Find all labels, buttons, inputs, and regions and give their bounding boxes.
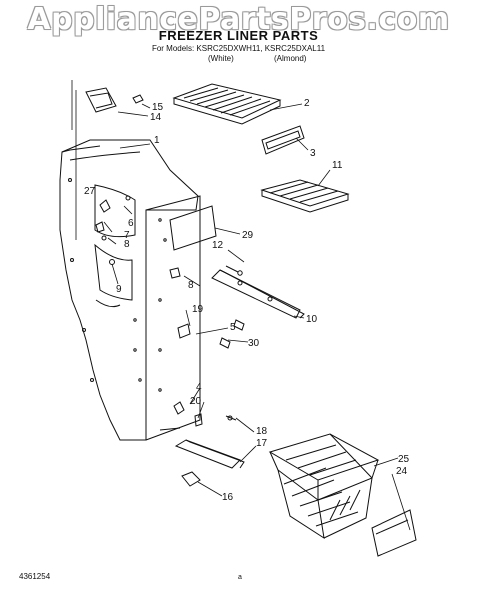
callout-7: 7: [124, 230, 130, 241]
freezer-liner-part: [59, 139, 201, 441]
foot-part: [181, 471, 201, 487]
bracket-part-8: [169, 267, 181, 279]
callout-27: 27: [84, 186, 96, 197]
callout-12: 12: [212, 240, 224, 251]
panel-part: [169, 205, 217, 251]
kick-rail-part: [174, 439, 245, 469]
callout-29: 29: [242, 230, 254, 241]
callout-9: 9: [116, 284, 122, 295]
basket-front-part: [371, 509, 417, 557]
bracket-part-19: [177, 323, 191, 339]
callout-10: 10: [306, 314, 318, 325]
callout-16: 16: [222, 492, 234, 503]
callout-30: 30: [248, 338, 260, 349]
callout-8-right: 8: [188, 280, 194, 291]
callout-25: 25: [398, 454, 410, 465]
clip-part-30: [219, 337, 231, 349]
basket-part: [268, 433, 380, 540]
variant-almond: (Almond): [274, 54, 307, 63]
callout-14: 14: [150, 112, 162, 123]
clip-part: [233, 319, 245, 331]
page-mark: a: [238, 574, 242, 581]
shelf-trim-part: [261, 125, 305, 155]
screw-part: [225, 265, 239, 273]
diagram-title: FREEZER LINER PARTS: [158, 28, 319, 43]
callout-1: 1: [154, 135, 160, 146]
shelf-part: [172, 83, 282, 125]
watermark-logo: AppliancePartsPros.com: [27, 2, 450, 37]
callout-2: 2: [304, 98, 310, 109]
callout-17: 17: [256, 438, 268, 449]
document-number: 4361254: [19, 572, 51, 581]
callout-18: 18: [256, 426, 268, 437]
model-list: For Models: KSRC25DXWH11, KSRC25DXAL11: [151, 44, 326, 53]
callout-6: 6: [128, 218, 134, 229]
callout-19: 19: [192, 304, 204, 315]
callout-8-left: 8: [124, 239, 130, 250]
variant-white: (White): [208, 54, 234, 63]
top-bracket-part: [85, 87, 144, 113]
callout-labels: 14 15 1 2 3 11 29 12 10 8 5 30 19 27 6 7…: [84, 98, 410, 503]
callout-11: 11: [332, 160, 343, 171]
callout-4: 4: [196, 382, 202, 393]
callout-15: 15: [152, 102, 164, 113]
rail-part: [211, 269, 305, 319]
callout-5: 5: [230, 322, 236, 333]
wire-shelf-part: [260, 179, 350, 213]
callout-20: 20: [190, 396, 202, 407]
callout-24: 24: [396, 466, 408, 477]
callout-3: 3: [310, 148, 316, 159]
